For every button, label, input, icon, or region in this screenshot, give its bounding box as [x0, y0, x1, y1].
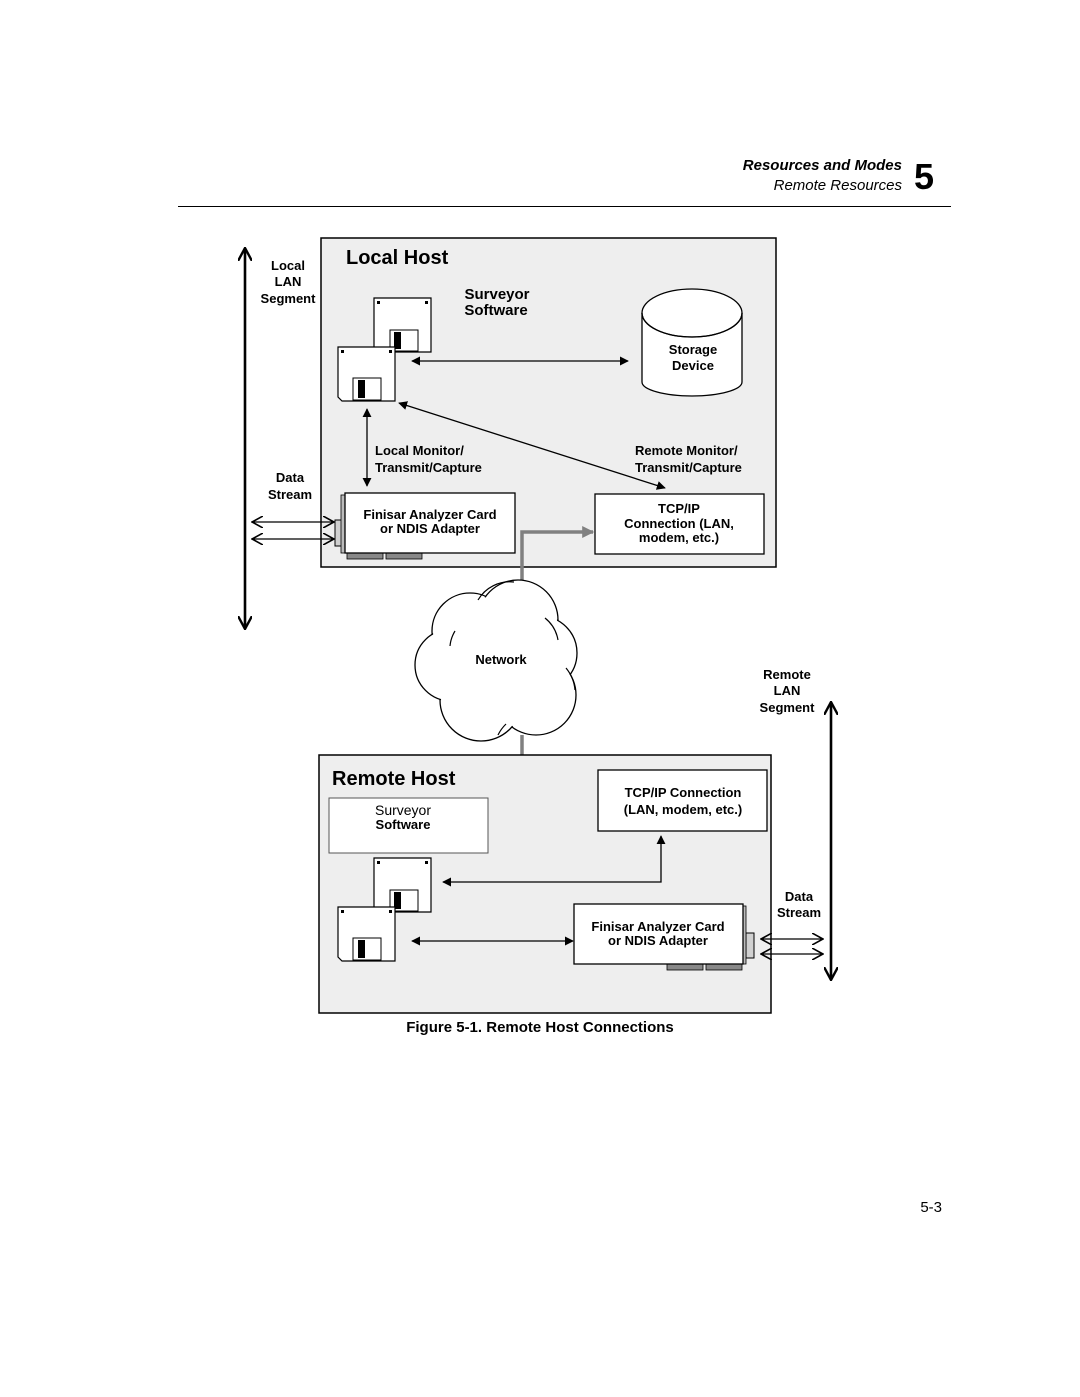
remote-tcpip-label-2: (LAN, modem, etc.) — [624, 802, 742, 817]
software-tcpip-arrow — [398, 401, 666, 490]
local-software-label-2: Software — [464, 302, 527, 319]
remote-lan-label-3: Segment — [760, 700, 816, 715]
storage-label-1: Storage — [669, 342, 717, 357]
local-tcpip-label-2: Connection (LAN, — [624, 516, 734, 531]
local-tcpip-label-1: TCP/IP — [658, 501, 700, 516]
storage-label-2: Device — [672, 358, 714, 373]
network-to-local-path — [520, 526, 595, 585]
remote-card-label-1: Finisar Analyzer Card — [591, 919, 724, 934]
local-analyzer-card: Finisar Analyzer Card or NDIS Adapter — [334, 492, 516, 560]
local-software-label-1: Surveyor — [464, 286, 529, 303]
remote-card-label-2: or NDIS Adapter — [608, 933, 708, 948]
local-data-stream-label-2: Stream — [268, 487, 312, 502]
remote-data-stream-label-2: Stream — [777, 905, 821, 920]
remote-tcpip-label-1: TCP/IP Connection — [625, 785, 742, 800]
local-data-stream-label-1: Data — [276, 470, 305, 485]
remote-software-label-1: Surveyor — [375, 802, 431, 818]
remote-software-box: Surveyor Software — [328, 797, 489, 854]
local-monitor-label-2: Transmit/Capture — [375, 460, 482, 475]
remote-monitor-label-2: Transmit/Capture — [635, 460, 742, 475]
local-tcpip-label-3: modem, etc.) — [639, 530, 719, 545]
remote-lan-label-2: LAN — [774, 683, 801, 698]
network-label: Network — [475, 652, 527, 667]
header-rule — [178, 206, 951, 207]
remote-tcpip-box: TCP/IP Connection (LAN, modem, etc.) — [597, 769, 768, 832]
local-tcpip-box: TCP/IP Connection (LAN, modem, etc.) — [594, 493, 765, 555]
network-cloud-icon — [414, 579, 578, 742]
chapter-title: Resources and Modes — [742, 157, 902, 174]
local-lan-label-1: Local — [271, 258, 305, 273]
local-floppy-disk-icon — [337, 297, 432, 402]
remote-host-title: Remote Host — [332, 768, 456, 790]
remote-floppy-disk-icon — [337, 857, 432, 962]
remote-software-label-2: Software — [376, 817, 431, 832]
page-number: 5-3 — [920, 1199, 942, 1216]
local-lan-label-3: Segment — [261, 291, 317, 306]
remote-monitor-label-1: Remote Monitor/ — [635, 443, 738, 458]
local-card-label-2: or NDIS Adapter — [380, 521, 480, 536]
remote-lan-label-1: Remote — [763, 667, 811, 682]
section-title: Remote Resources — [773, 177, 902, 194]
local-monitor-label-1: Local Monitor/ — [375, 443, 464, 458]
storage-label-bg — [655, 338, 731, 378]
remote-analyzer-card: Finisar Analyzer Card or NDIS Adapter — [573, 903, 755, 971]
local-lan-label-2: LAN — [275, 274, 302, 289]
local-host-title: Local Host — [346, 247, 449, 269]
remote-software-tcpip-arrow — [442, 835, 666, 887]
figure-caption: Figure 5-1. Remote Host Connections — [406, 1019, 674, 1036]
chapter-number: 5 — [914, 156, 935, 197]
remote-data-stream-label-1: Data — [785, 889, 814, 904]
local-card-label-1: Finisar Analyzer Card — [363, 507, 496, 522]
